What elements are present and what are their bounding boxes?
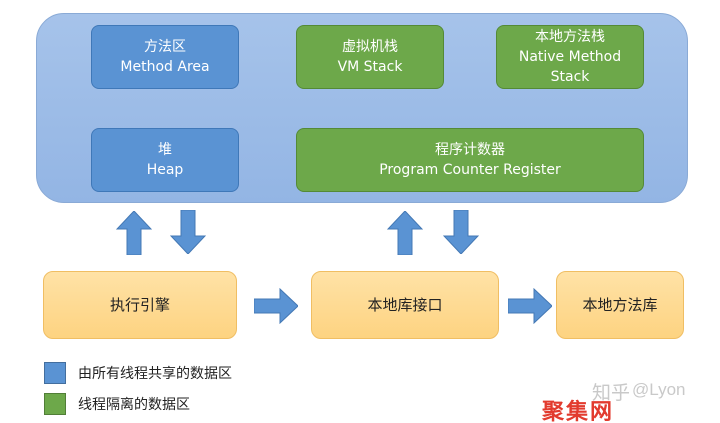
watermark-platform: 知乎	[592, 382, 631, 404]
heap-en-label: Heap	[146, 162, 184, 178]
legend-swatch-green	[44, 393, 66, 415]
native-method-stack-box: 本地方法栈 Native Method Stack	[496, 25, 644, 89]
legend-swatch-blue	[44, 362, 66, 384]
program-counter-zh-label: 程序计数器	[435, 142, 505, 158]
native-method-library-box: 本地方法库	[556, 271, 684, 339]
heap-zh-label: 堆	[158, 142, 172, 158]
execution-engine-label: 执行引擎	[109, 296, 170, 314]
right-arrow-icon	[508, 288, 552, 324]
legend-shared: 由所有线程共享的数据区	[44, 362, 232, 384]
native-interface-label: 本地库接口	[367, 296, 443, 314]
native-interface-box: 本地库接口	[311, 271, 499, 339]
native-method-stack-en-label-line2: Stack	[550, 69, 590, 85]
right-arrow-icon	[254, 288, 298, 324]
native-method-stack-en-label-line1: Native Method	[518, 49, 622, 65]
up-arrow-icon	[387, 211, 423, 255]
execution-engine-box: 执行引擎	[43, 271, 237, 339]
legend-isolated-label: 线程隔离的数据区	[78, 397, 190, 413]
watermark-logo: 聚集网	[542, 400, 615, 423]
vm-stack-zh-label: 虚拟机栈	[342, 39, 398, 55]
down-arrow-icon	[443, 210, 479, 254]
vm-stack-box: 虚拟机栈 VM Stack	[296, 25, 444, 89]
program-counter-en-label: Program Counter Register	[379, 162, 561, 178]
native-method-stack-zh-label: 本地方法栈	[535, 29, 605, 45]
program-counter-register-box: 程序计数器 Program Counter Register	[296, 128, 644, 192]
heap-box: 堆 Heap	[91, 128, 239, 192]
watermark-user: @Lyon	[632, 380, 686, 399]
vm-stack-en-label: VM Stack	[337, 59, 403, 75]
legend-isolated: 线程隔离的数据区	[44, 393, 190, 415]
down-arrow-icon	[170, 210, 206, 254]
method-area-en-label: Method Area	[120, 59, 210, 75]
up-arrow-icon	[116, 211, 152, 255]
native-method-library-label: 本地方法库	[582, 296, 658, 314]
legend-shared-label: 由所有线程共享的数据区	[78, 366, 232, 382]
method-area-zh-label: 方法区	[144, 39, 186, 55]
method-area-box: 方法区 Method Area	[91, 25, 239, 89]
